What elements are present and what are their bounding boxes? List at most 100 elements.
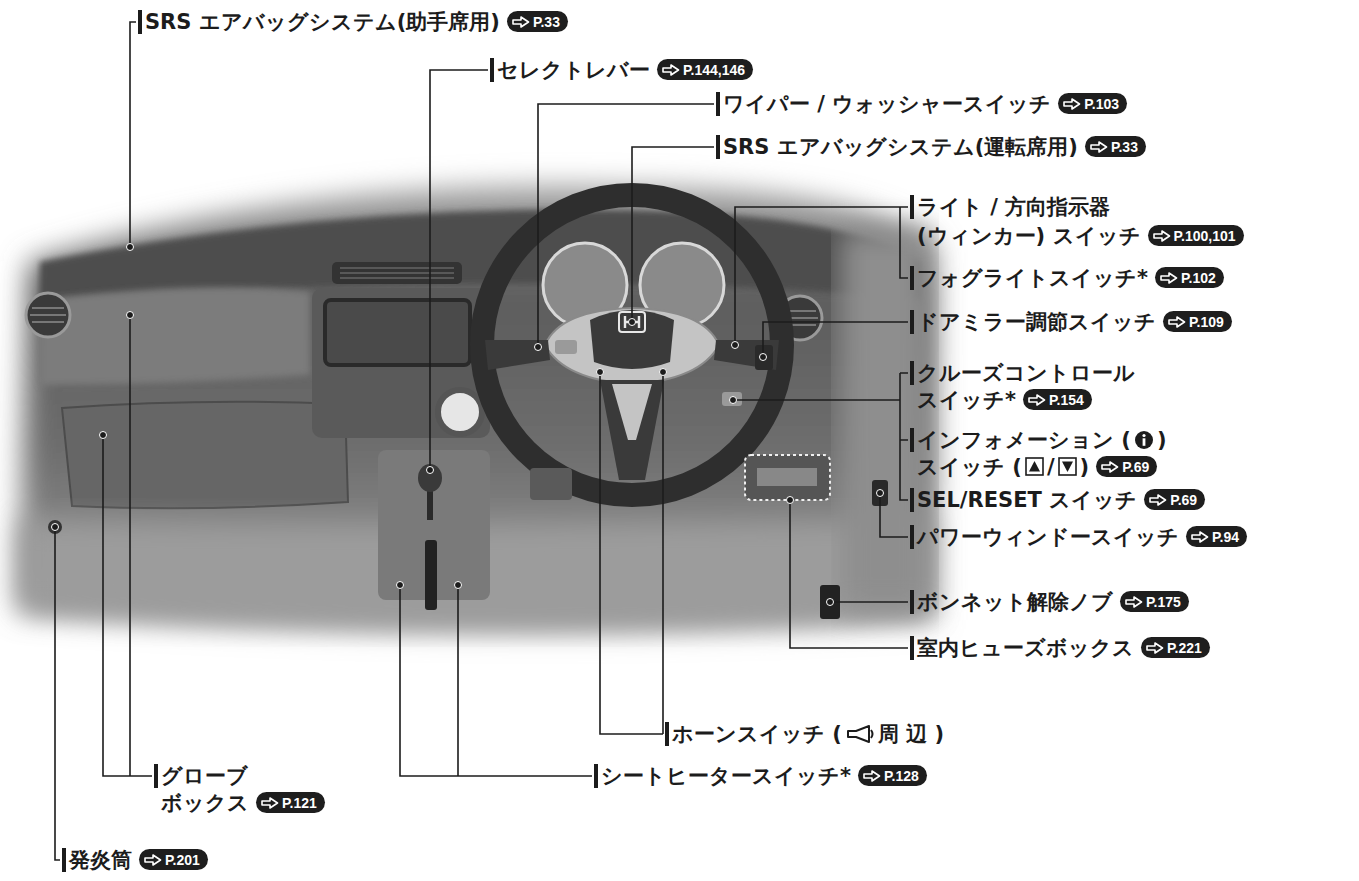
page-reference-badge: P.69 xyxy=(1096,456,1157,477)
steering-wheel xyxy=(612,384,652,440)
callout-row: クルーズコントロール xyxy=(910,361,1135,385)
dashboard-body xyxy=(40,210,920,300)
page-reference: P.144,146 xyxy=(683,62,745,78)
page-reference-badge: P.201 xyxy=(139,849,208,870)
page-reference-badge: P.94 xyxy=(1186,526,1247,547)
leader-dots xyxy=(730,397,737,404)
part-label: / xyxy=(1047,455,1055,479)
page-reference-badge: P.100,101 xyxy=(1148,225,1244,246)
page-reference: P.100,101 xyxy=(1174,228,1236,244)
callout-row: フォグライトスイッチ* P.102 xyxy=(910,266,1224,290)
page-reference: P.103 xyxy=(1084,96,1119,112)
callout-row: スイッチ*P.154 xyxy=(910,388,1092,412)
leader-lines xyxy=(763,322,908,357)
page-reference-badge: P.69 xyxy=(1144,489,1205,510)
page-reference-badge: P.109 xyxy=(1163,311,1232,332)
part-label: セレクトレバー xyxy=(497,58,650,82)
leader-dots xyxy=(52,524,59,531)
arrow-icon xyxy=(662,64,680,76)
steering-wheel xyxy=(714,340,779,370)
page-reference-badge: P.144,146 xyxy=(657,59,753,80)
part-label: ドアミラー調節スイッチ xyxy=(917,310,1156,334)
leader-lines xyxy=(735,207,908,345)
leader-dots xyxy=(760,354,767,361)
dashboard-body xyxy=(18,185,935,630)
page-reference: P.221 xyxy=(1167,640,1202,656)
switch-parts xyxy=(48,345,888,619)
page-reference: P.154 xyxy=(1049,392,1084,408)
callout-row: グローブ xyxy=(154,764,248,788)
callout-row: パワーウィンドースイッチP.94 xyxy=(910,525,1247,549)
dashboard-body xyxy=(840,230,930,610)
arrow-icon xyxy=(1090,141,1108,153)
callout-row: セレクトレバー P.144,146 xyxy=(490,58,753,82)
leader-lines xyxy=(538,104,714,347)
page-reference-badge: P.175 xyxy=(1120,591,1189,612)
switch-parts xyxy=(745,455,830,500)
callout-row: 発炎筒P.201 xyxy=(62,848,208,872)
info-icon xyxy=(1134,430,1154,450)
page-reference-badge: P.128 xyxy=(858,765,927,786)
part-label: インフォメーション ( xyxy=(917,428,1131,452)
part-label: スイッチ ( xyxy=(917,455,1022,479)
part-label: ワイパー / ウォッシャースイッチ xyxy=(723,92,1051,116)
callout-row: インフォメーション () xyxy=(910,428,1167,452)
callout-row: 室内ヒューズボックス P.221 xyxy=(910,636,1210,660)
arrow-icon xyxy=(1149,494,1167,506)
part-label: 室内ヒューズボックス xyxy=(917,636,1134,660)
page-reference-badge: P.33 xyxy=(507,11,568,32)
part-label: ライト / 方向指示器 xyxy=(917,195,1110,219)
page-reference: P.109 xyxy=(1189,314,1224,330)
arrow-icon xyxy=(1168,316,1186,328)
page-reference: P.33 xyxy=(1111,139,1138,155)
part-label: グローブ xyxy=(161,764,248,788)
page-reference-badge: P.121 xyxy=(256,792,325,813)
center-stack xyxy=(325,300,470,365)
callout-row: ライト / 方向指示器 xyxy=(910,195,1110,219)
leader-lines xyxy=(632,147,714,322)
leader-dots xyxy=(127,244,134,251)
dashboard-body xyxy=(62,402,348,509)
part-label: ボックス xyxy=(161,791,249,815)
part-label: クルーズコントロール xyxy=(917,361,1135,385)
arrow-icon xyxy=(1153,230,1171,242)
leader-lines xyxy=(400,585,592,776)
steering-wheel xyxy=(600,380,664,480)
part-label: SRS エアバッグシステム(運転席用) xyxy=(723,135,1078,159)
part-label: フォグライトスイッチ* xyxy=(917,266,1148,290)
part-label: (ウィンカー) スイッチ xyxy=(917,224,1141,248)
leader-lines xyxy=(103,315,152,776)
part-label: SRS エアバッグシステム(助手席用) xyxy=(145,10,500,34)
page-reference: P.201 xyxy=(165,852,200,868)
leader-lines xyxy=(600,372,663,734)
center-stack xyxy=(425,540,437,610)
callout-row: スイッチ (/)P.69 xyxy=(910,455,1157,479)
page-reference: P.128 xyxy=(884,768,919,784)
switch-parts xyxy=(755,345,773,370)
center-stack xyxy=(418,464,442,492)
leader-dots xyxy=(535,344,542,351)
air-vents xyxy=(30,308,66,322)
leader-dots xyxy=(427,467,434,474)
leader-dots xyxy=(100,432,107,439)
callout-row: SRS エアバッグシステム(運転席用) P.33 xyxy=(716,135,1146,159)
page-reference: P.102 xyxy=(1181,270,1216,286)
down-icon xyxy=(1058,457,1077,476)
page-reference-badge: P.103 xyxy=(1058,93,1127,114)
arrow-icon xyxy=(1101,461,1119,473)
callout-row: ドアミラー調節スイッチ P.109 xyxy=(910,310,1232,334)
leader-dots xyxy=(597,369,604,376)
leader-lines xyxy=(130,22,136,247)
leader-dots xyxy=(455,582,462,589)
callout-row: ワイパー / ウォッシャースイッチ P.103 xyxy=(716,92,1127,116)
leader-lines xyxy=(830,601,908,603)
arrow-icon xyxy=(1160,272,1178,284)
leader-lines xyxy=(790,500,908,648)
leader-dots xyxy=(127,312,134,319)
arrow-icon xyxy=(1028,394,1046,406)
arrow-icon xyxy=(1191,531,1209,543)
center-stack xyxy=(312,288,490,610)
dashboard-body xyxy=(18,185,935,630)
part-label: シートヒータースイッチ* xyxy=(601,764,851,788)
leader-lines xyxy=(880,493,908,537)
